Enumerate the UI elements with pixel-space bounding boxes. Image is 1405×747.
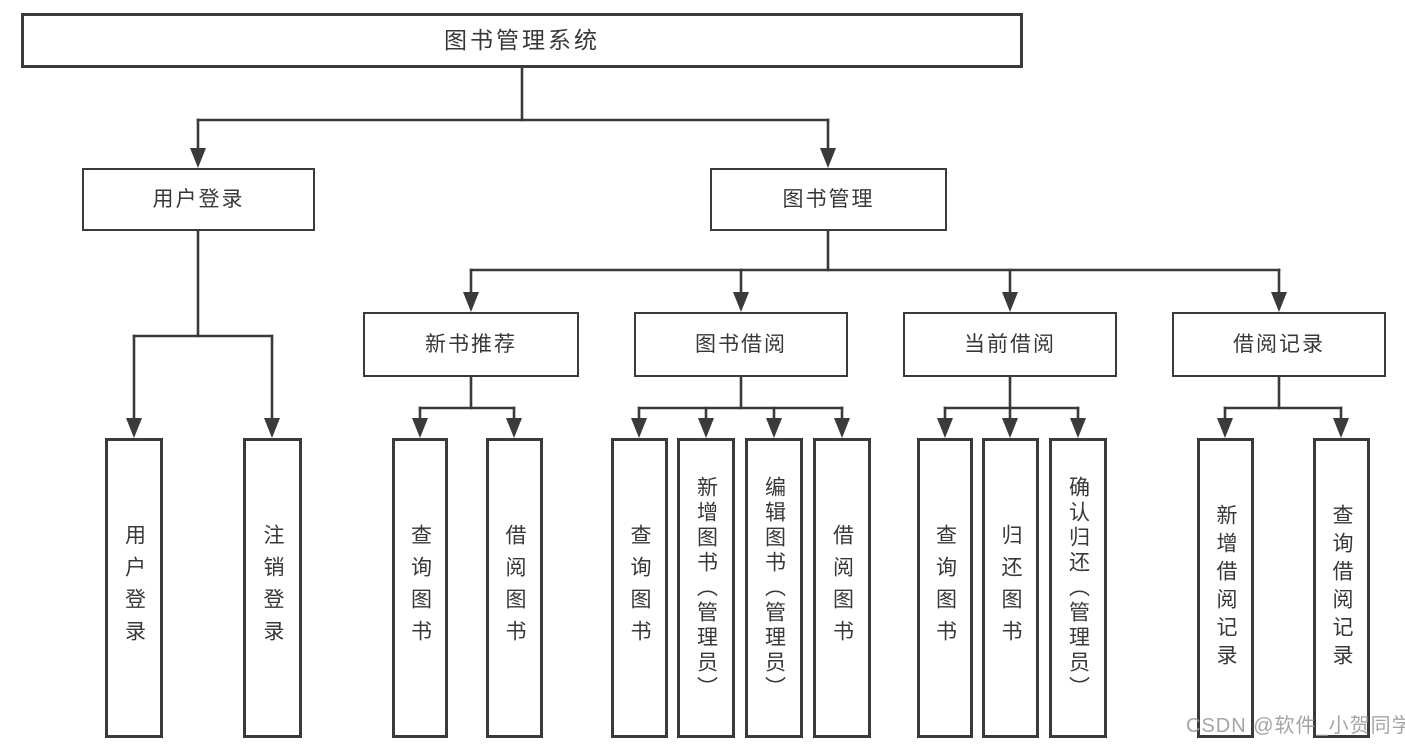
- leaf-label: 借阅图书: [830, 524, 854, 652]
- leaf-label: 借阅图书: [503, 524, 526, 652]
- node-library-management-system: 图书管理系统: [21, 13, 1023, 68]
- node-borrow-records: 借阅记录: [1172, 312, 1386, 377]
- leaf-label: 注销登录: [261, 524, 284, 652]
- leaf-label: 查询借阅记录: [1330, 504, 1353, 672]
- leaf-label: 新增借阅记录: [1214, 504, 1237, 672]
- leaf-query-books-current: 查询图书: [917, 438, 973, 738]
- leaf-label: 查询图书: [933, 524, 957, 652]
- leaf-confirm-return-admin: 确认归还（管理员）: [1049, 438, 1107, 738]
- leaf-label: 新增图书（管理员）: [694, 475, 718, 701]
- leaf-add-borrow-record: 新增借阅记录: [1197, 438, 1254, 738]
- leaf-label: 归还图书: [999, 524, 1022, 652]
- node-book-management: 图书管理: [710, 168, 947, 231]
- leaf-logout: 注销登录: [243, 438, 302, 738]
- leaf-query-borrow-record: 查询借阅记录: [1313, 438, 1370, 738]
- csdn-watermark: CSDN @软件_小贺同学: [1186, 715, 1405, 737]
- leaf-borrow-books: 借阅图书: [813, 438, 871, 738]
- node-book-borrow: 图书借阅: [634, 312, 848, 377]
- node-user-login: 用户登录: [82, 168, 315, 231]
- leaf-label: 查询图书: [628, 524, 651, 652]
- leaf-query-books-borrow: 查询图书: [611, 438, 668, 738]
- leaf-edit-book-admin: 编辑图书（管理员）: [745, 438, 803, 738]
- leaf-borrow-books-recommend: 借阅图书: [486, 438, 543, 738]
- leaf-label: 编辑图书（管理员）: [762, 475, 786, 701]
- leaf-user-login: 用户登录: [105, 438, 163, 738]
- node-current-borrow: 当前借阅: [903, 312, 1117, 377]
- node-new-book-recommend: 新书推荐: [363, 312, 579, 377]
- leaf-label: 确认归还（管理员）: [1066, 475, 1090, 701]
- leaf-add-book-admin: 新增图书（管理员）: [677, 438, 735, 738]
- leaf-return-book: 归还图书: [982, 438, 1039, 738]
- leaf-label: 用户登录: [122, 524, 146, 652]
- leaf-query-books-recommend: 查询图书: [392, 438, 448, 738]
- leaf-label: 查询图书: [408, 524, 432, 652]
